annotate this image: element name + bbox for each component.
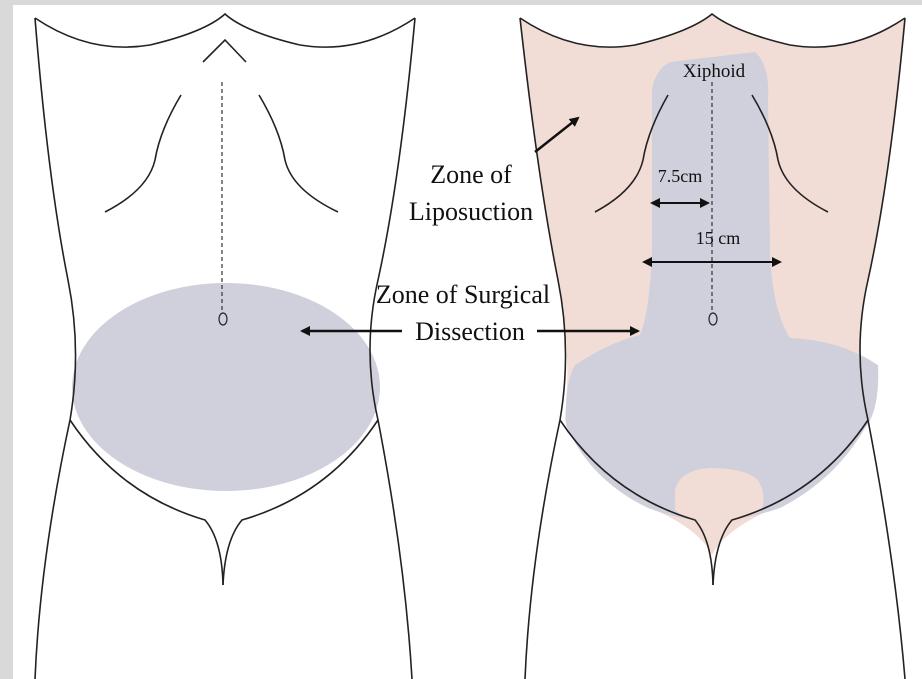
half-width-label: 7.5cm xyxy=(658,166,703,186)
liposuction-label-line1: Zone of xyxy=(430,160,512,189)
liposuction-label-line2: Liposuction xyxy=(409,197,533,226)
dissection-label-line1: Zone of Surgical xyxy=(376,280,550,309)
dissection-label-line2: Dissection xyxy=(415,317,525,346)
xiphoid-label: Xiphoid xyxy=(683,61,746,82)
full-width-label: 15 cm xyxy=(696,228,741,248)
